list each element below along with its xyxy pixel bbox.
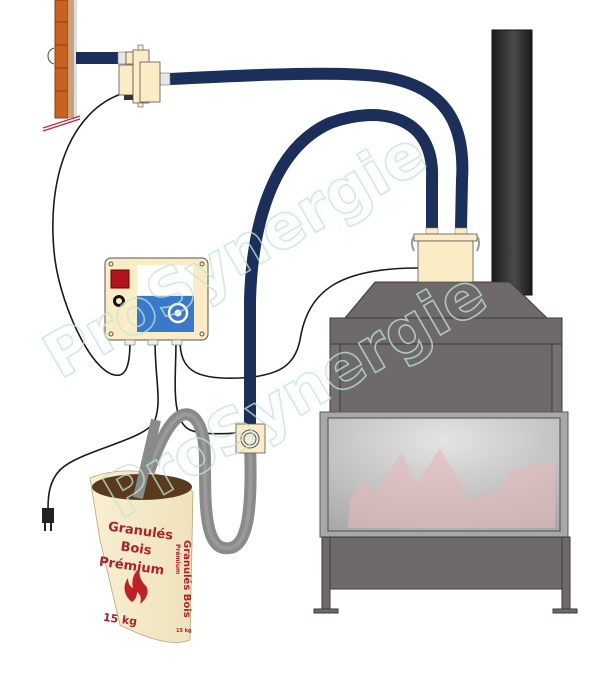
vacuum-turbine-unit — [118, 44, 161, 108]
bag-side-weight: 15 kg — [176, 628, 192, 634]
pellet-bag: Granulés Bois Prémium 15 kg Granulés Boi… — [89, 418, 194, 643]
bag-front-line2: Bois — [120, 539, 153, 558]
control-box — [104, 257, 209, 346]
power-plug — [42, 508, 54, 531]
fireplace-insert — [313, 281, 578, 614]
control-panel — [137, 296, 194, 332]
flame-icon — [124, 568, 148, 604]
return-hose — [169, 67, 469, 229]
bag-side-line1: Granulés Bois — [181, 540, 193, 618]
electric-cables — [47, 92, 419, 511]
feed-hose — [244, 109, 439, 425]
bag-weight: 15 kg — [102, 611, 138, 629]
brick-wall — [42, 0, 81, 132]
chimney-pipe — [491, 29, 533, 296]
wall-inlet — [235, 423, 266, 454]
pellet-receiver — [411, 227, 480, 283]
power-switch — [110, 269, 130, 289]
blue-hoses — [76, 52, 469, 425]
flame-silhouette — [348, 448, 555, 528]
bag-side-line2: Prémium — [174, 544, 181, 574]
